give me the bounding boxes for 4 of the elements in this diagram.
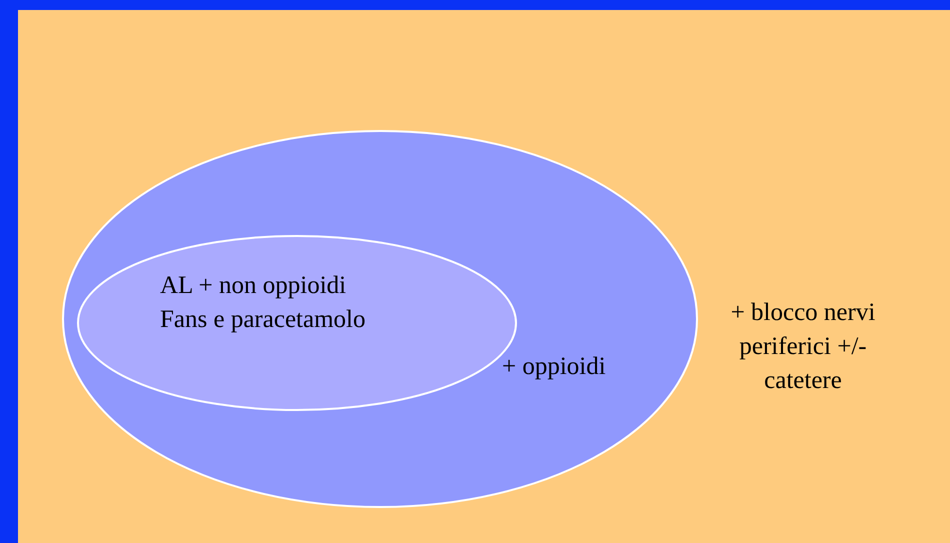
region-label: Fans e paracetamolo	[160, 305, 366, 335]
region-label: AL + non oppioidi	[160, 271, 348, 301]
region-label: + oppioidi	[502, 352, 607, 382]
region-label: + blocco nervi periferici +/- catetere	[730, 298, 876, 396]
